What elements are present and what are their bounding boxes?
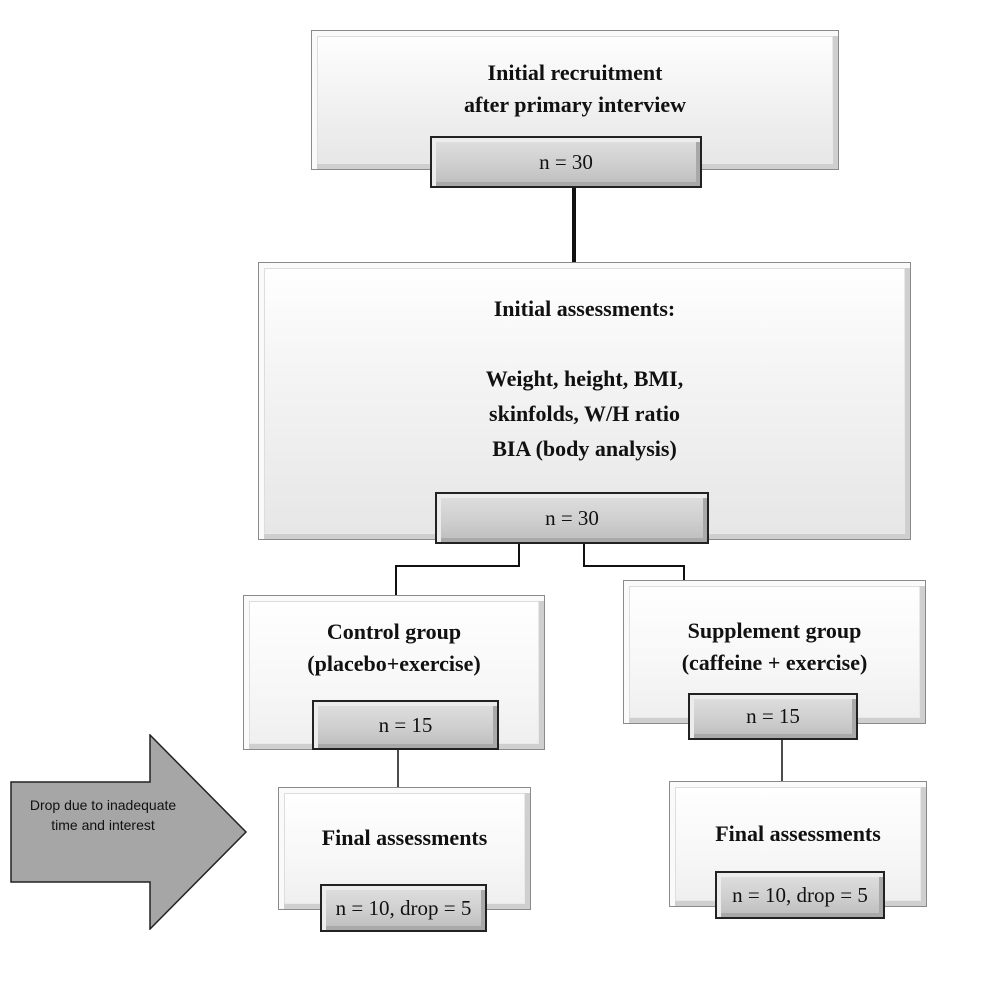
drop-note-text: Drop due to inadequate time and interest — [29, 797, 177, 833]
supplement-final-heading: Final assessments — [715, 821, 881, 846]
initial-assessments-heading: Initial assessments: Weight, height, BMI… — [259, 291, 910, 466]
drop-arrow-icon — [10, 734, 248, 930]
control-group-line-1: Control group — [326, 619, 462, 644]
recruitment-box: Initial recruitment after primary interv… — [311, 30, 839, 170]
control-group-heading: Control group (placebo+exercise) — [244, 616, 544, 680]
supplement-group-line-1: Supplement group — [687, 618, 862, 643]
initial-assessments-title: Initial assessments: — [493, 296, 676, 321]
initial-assessments-box: Initial assessments: Weight, height, BMI… — [258, 262, 911, 540]
recruitment-line-2: after primary interview — [464, 92, 686, 117]
control-group-line-2: (placebo+exercise) — [307, 651, 481, 676]
recruitment-line-1: Initial recruitment — [487, 60, 663, 85]
control-group-count-box: n = 15 — [312, 700, 499, 750]
connector-assessments-to-supplement — [583, 543, 685, 580]
recruitment-count-box: n = 30 — [430, 136, 702, 188]
control-final-heading: Final assessments — [321, 825, 488, 850]
supplement-group-line-2: (caffeine + exercise) — [681, 650, 868, 675]
initial-assessments-count-box: n = 30 — [435, 492, 709, 544]
supplement-final-count-box: n = 10, drop = 5 — [715, 871, 885, 919]
supplement-group-heading: Supplement group (caffeine + exercise) — [624, 615, 925, 679]
initial-assessments-line-3: BIA (body analysis) — [492, 436, 677, 461]
connector-assessments-to-control — [395, 543, 520, 595]
recruitment-heading: Initial recruitment after primary interv… — [312, 57, 838, 121]
control-final-count-box: n = 10, drop = 5 — [320, 884, 487, 932]
initial-assessments-line-2: skinfolds, W/H ratio — [489, 401, 680, 426]
supplement-group-count-box: n = 15 — [688, 693, 858, 740]
initial-assessments-line-1: Weight, height, BMI, — [485, 366, 684, 391]
